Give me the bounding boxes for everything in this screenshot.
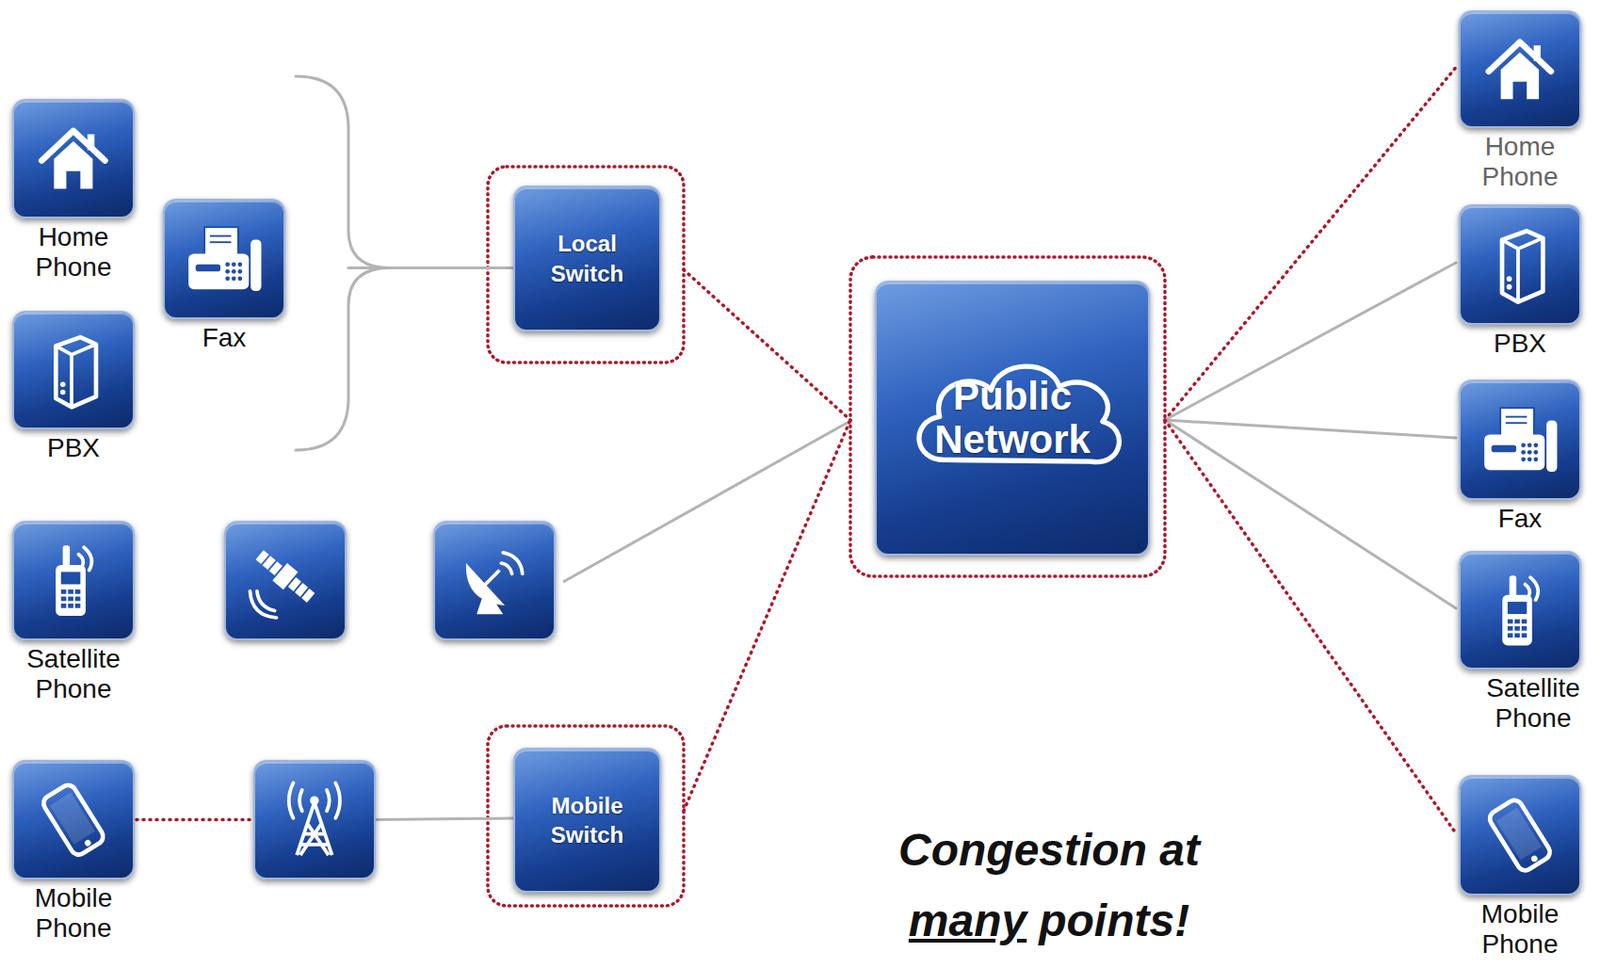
connector-stroke <box>375 818 514 821</box>
fax-icon <box>178 214 270 304</box>
device-label: PBX <box>1458 328 1582 359</box>
device-label: Mobile Phone <box>1458 899 1582 960</box>
connector <box>683 270 851 421</box>
dish-icon <box>449 536 540 625</box>
device-node: Fax <box>162 198 286 320</box>
icon-tile <box>1458 204 1582 325</box>
connector <box>1164 262 1456 421</box>
connector-stroke <box>683 270 851 421</box>
device-label: Fax <box>162 323 286 354</box>
connector-stroke <box>295 76 514 269</box>
connector-stroke <box>1164 420 1456 834</box>
icon-tile: Mobile Switch <box>513 747 662 893</box>
connector-stroke <box>136 818 254 823</box>
tile-text-wrap: Public Network <box>876 282 1148 554</box>
dotted-outline <box>487 726 684 906</box>
network-label: Public Network <box>908 374 1116 462</box>
house-icon <box>1474 26 1566 114</box>
icon-tile <box>1458 10 1582 129</box>
sat-icon <box>28 536 119 625</box>
connector <box>295 268 514 452</box>
pbx-icon <box>28 326 119 415</box>
device-node: Mobile Phone <box>12 759 135 880</box>
note-text: Congestion at <box>898 824 1200 876</box>
switch-label: Mobile Switch <box>535 791 640 850</box>
connector-stroke <box>1164 420 1456 609</box>
icon-tile <box>12 759 135 880</box>
dish-link <box>563 420 851 582</box>
house-icon <box>28 114 119 203</box>
switch-label: Local Switch <box>535 228 640 288</box>
connector-stroke <box>683 420 851 811</box>
icon-tile <box>12 98 135 219</box>
satellite-icon <box>240 536 331 625</box>
pbx-icon <box>1474 220 1566 309</box>
network-tile: Public Network <box>874 280 1150 556</box>
connector <box>1164 420 1456 438</box>
note-line: manypoints! <box>908 894 1190 947</box>
icon-tile <box>224 520 347 641</box>
device-label: Mobile Phone <box>12 883 135 944</box>
icon-tile <box>12 520 135 641</box>
connector <box>1164 420 1456 834</box>
dotted-outline <box>850 257 1165 577</box>
device-node: Home Phone <box>1458 10 1582 129</box>
device-label: Fax <box>1458 503 1582 534</box>
sat-icon <box>1474 566 1566 655</box>
connector <box>1164 420 1456 609</box>
icon-tile <box>1458 775 1582 896</box>
device-label: Home Phone <box>12 222 135 283</box>
icon-tile: Public Network <box>874 280 1150 556</box>
icon-tile <box>162 198 286 320</box>
device-label: Home Phone <box>1458 131 1582 193</box>
connector <box>295 76 514 269</box>
connector-stroke <box>295 268 514 452</box>
fax-icon <box>1474 395 1566 485</box>
tower-icon <box>269 775 360 864</box>
device-node: Fax <box>1458 379 1582 501</box>
device-node: PBX <box>12 310 135 430</box>
icon-tile <box>433 520 556 641</box>
device-label: Satellite Phone <box>12 644 135 705</box>
note-text: points! <box>1038 894 1190 947</box>
device-node: Mobile Phone <box>1458 775 1582 896</box>
icon-tile <box>1458 379 1582 501</box>
icon-tile <box>253 759 376 880</box>
emphasis-word: many <box>908 894 1027 947</box>
mob-icon <box>28 775 119 864</box>
connector-stroke <box>1164 67 1456 421</box>
device-node: Satellite Phone <box>12 520 135 641</box>
device-label: Satellite Phone <box>1471 673 1595 734</box>
icon-tile <box>12 310 135 430</box>
tile-text-wrap: Local Switch <box>515 187 660 330</box>
mob-icon <box>1474 791 1566 880</box>
connector-stroke <box>1164 420 1456 438</box>
connector-stroke <box>1164 262 1456 421</box>
connector <box>683 420 851 811</box>
device-node: Home Phone <box>12 98 135 219</box>
dotted-outline <box>487 166 684 363</box>
device-node: PBX <box>1458 204 1582 325</box>
switch-tile: Local Switch <box>513 185 662 332</box>
connector <box>1164 67 1456 421</box>
icon-tile: Local Switch <box>513 185 662 332</box>
device-label: PBX <box>12 433 135 464</box>
tile-text-wrap: Mobile Switch <box>515 749 660 891</box>
device-node: Satellite Phone <box>1458 550 1582 670</box>
icon-tile <box>1458 550 1582 670</box>
switch-tile: Mobile Switch <box>513 747 662 893</box>
